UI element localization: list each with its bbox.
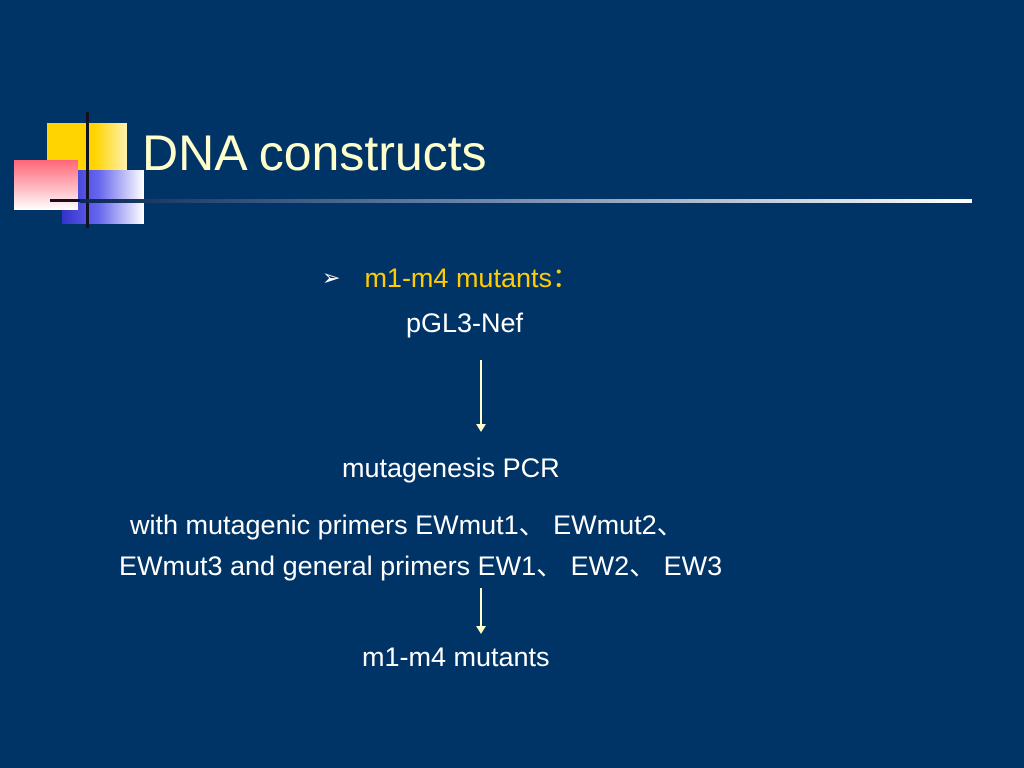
primers-line-1: with mutagenic primers EWmut1、 EWmut2、 <box>130 510 684 540</box>
result-label: m1-m4 mutants <box>362 642 550 672</box>
bullet-item: ➢ m1-m4 mutants： <box>322 256 579 295</box>
pcr-step-label: mutagenesis PCR <box>342 453 560 483</box>
plasmid-label: pGL3-Nef <box>406 308 524 338</box>
slide-title: DNA constructs <box>142 125 487 181</box>
decorative-squares-logo <box>0 0 160 240</box>
down-arrow-icon <box>476 360 486 432</box>
down-arrow-icon <box>476 588 486 634</box>
title-underline <box>80 199 972 203</box>
logo-vertical-line <box>86 112 89 228</box>
bullet-text: m1-m4 mutants： <box>364 263 579 293</box>
arrow-bullet-icon: ➢ <box>322 265 341 290</box>
red-square-icon <box>14 160 78 210</box>
primers-line-2: EWmut3 and general primers EW1、 EW2、 EW3 <box>119 551 723 581</box>
